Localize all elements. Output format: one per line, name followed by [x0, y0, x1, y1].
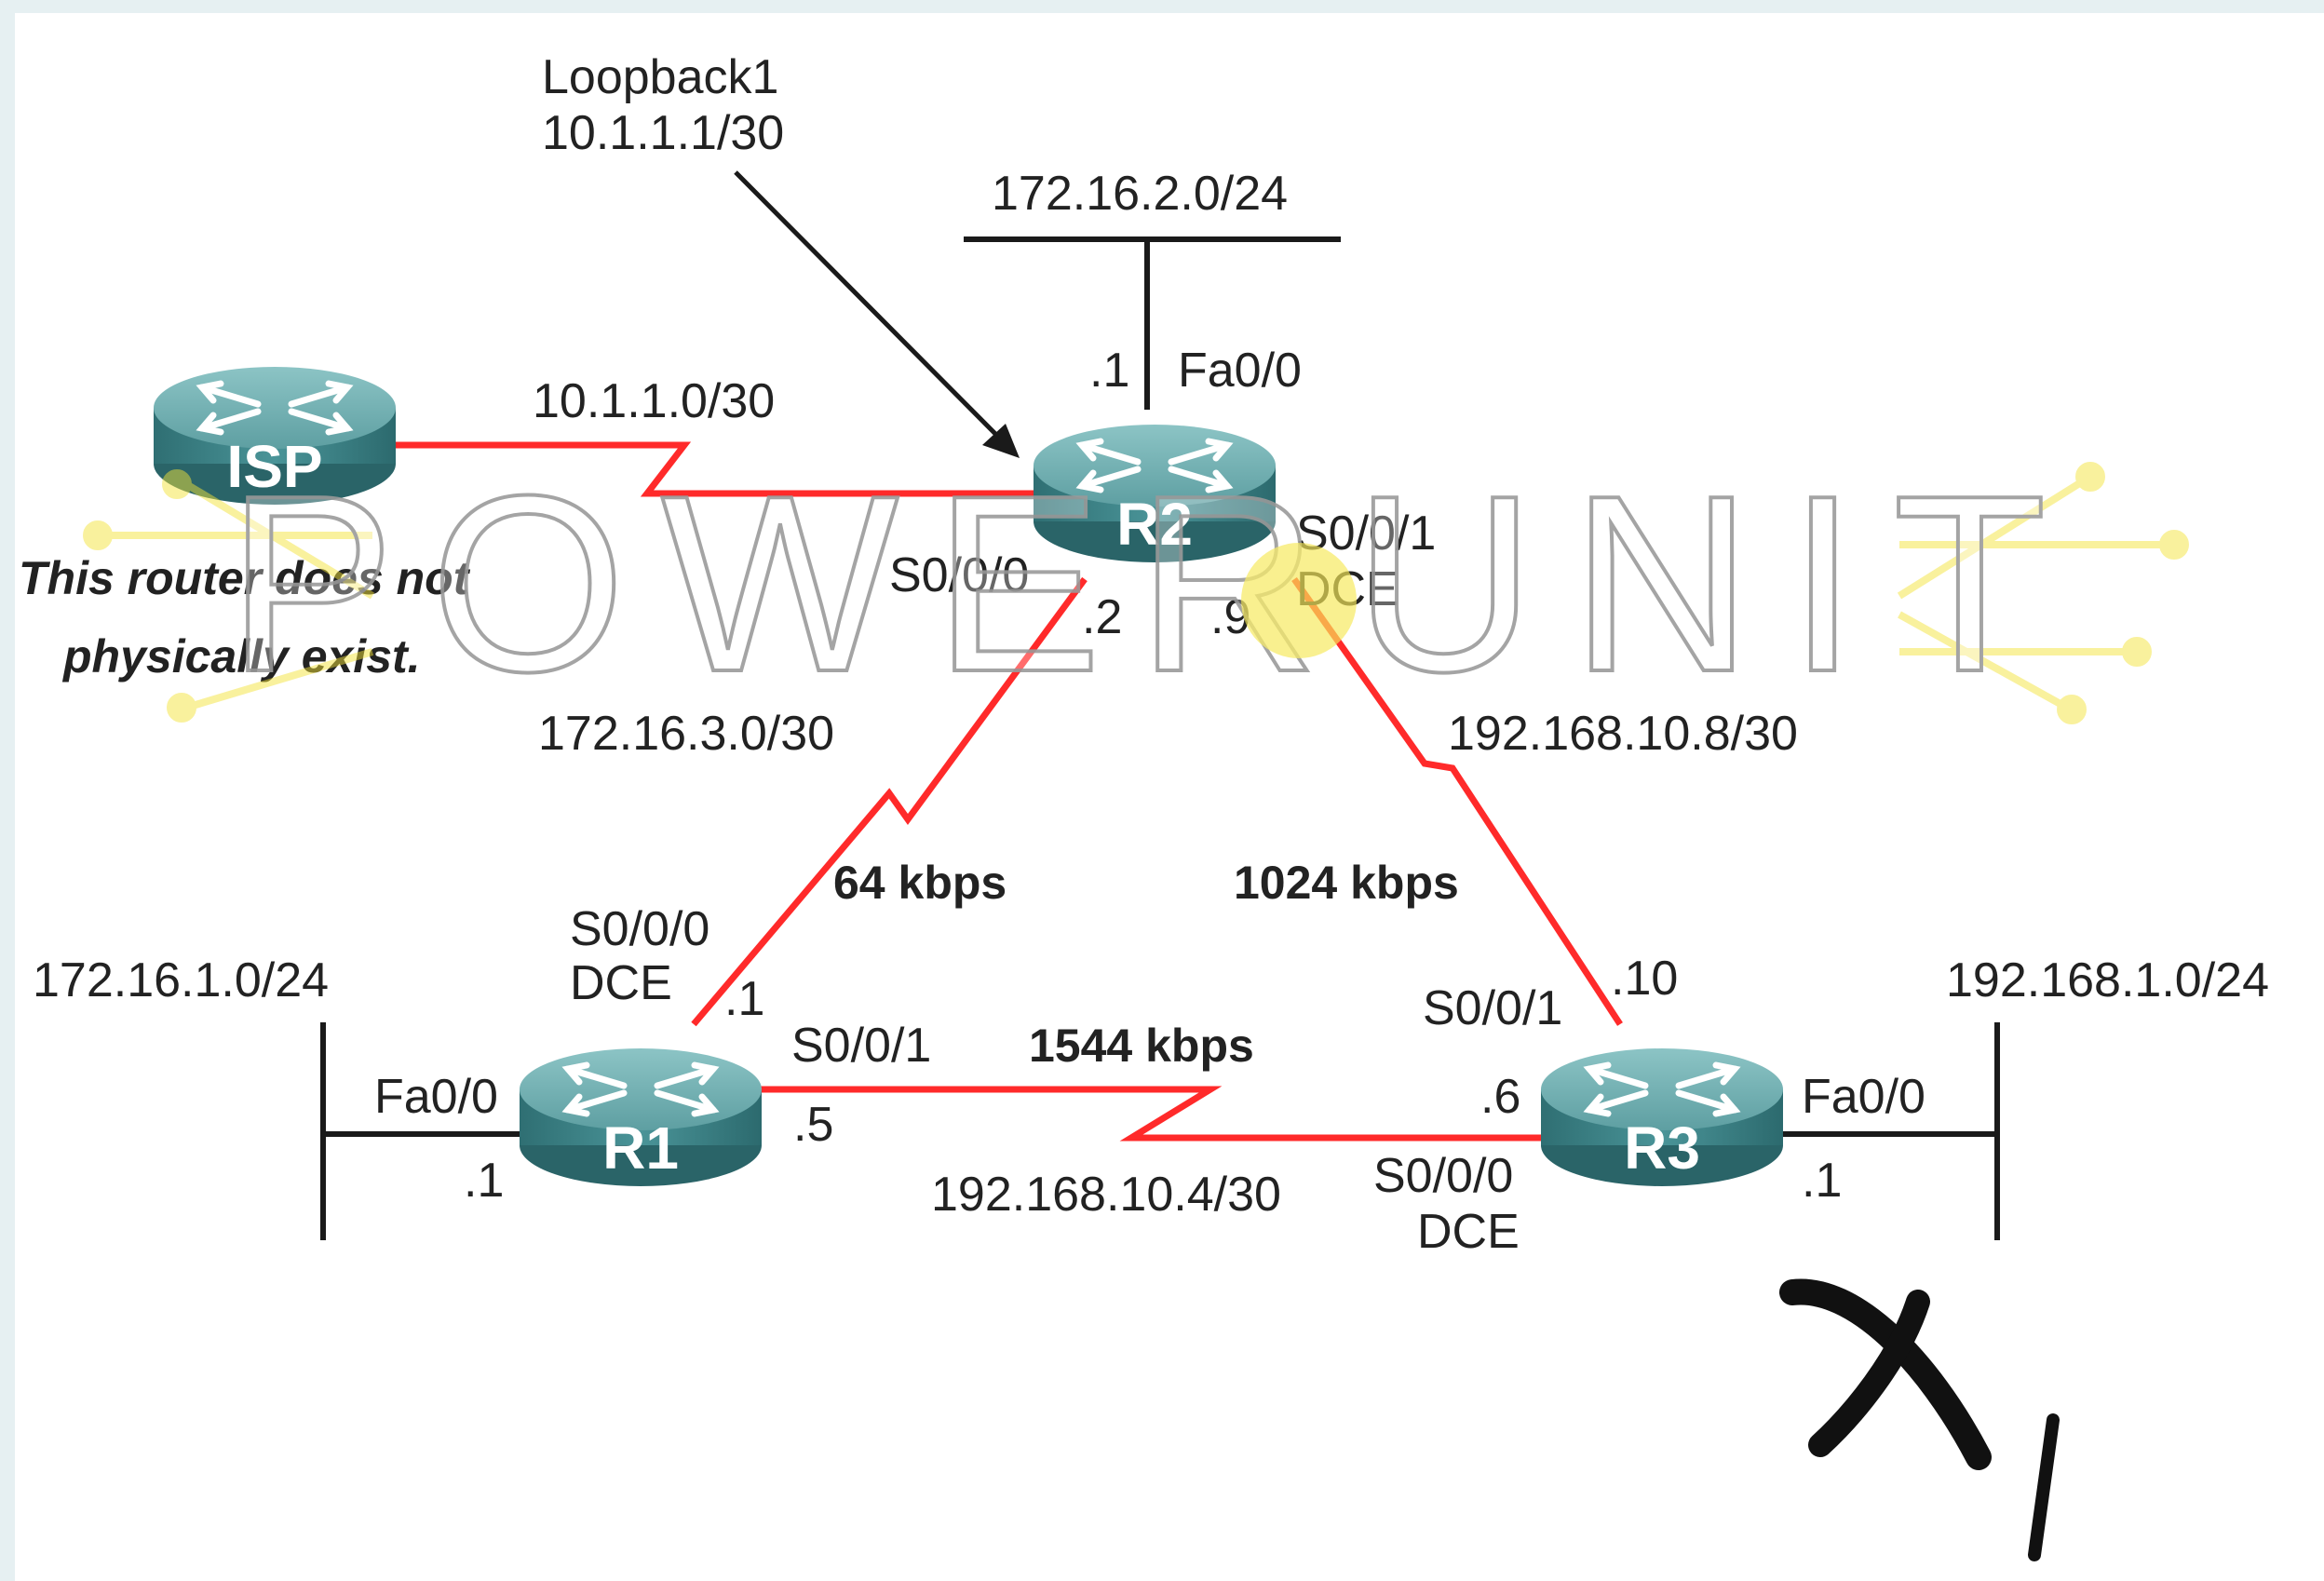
watermark-text: POWERUNIT [227, 444, 2082, 724]
r1-s001-host: .5 [793, 1098, 833, 1152]
router-r3: R3 [1541, 1048, 1783, 1186]
r1-s000-dce: DCE [570, 956, 672, 1010]
r1-fa-interface: Fa0/0 [374, 1070, 498, 1124]
r2-fa-interface: Fa0/0 [1178, 344, 1302, 398]
loopback-arrow [736, 172, 1020, 458]
r1-r3-network: 192.168.10.4/30 [931, 1168, 1281, 1222]
r3-lan-network: 192.168.1.0/24 [1946, 953, 2269, 1007]
r1-r2-bandwidth: 64 kbps [833, 857, 1007, 909]
r3-s001-interface: S0/0/1 [1423, 981, 1562, 1035]
r3-fa-interface: Fa0/0 [1802, 1070, 1925, 1124]
router-r1-label: R1 [602, 1115, 679, 1182]
r2-fa-host: .1 [1089, 344, 1129, 398]
r3-s000-host: .6 [1480, 1070, 1520, 1124]
r3-s000-dce: DCE [1417, 1205, 1520, 1259]
r1-s000-interface: S0/0/0 [570, 902, 709, 956]
watermark-power-icon [1241, 543, 1357, 658]
r1-s000-host: .1 [724, 972, 764, 1026]
r2-r3-bandwidth: 1024 kbps [1234, 857, 1459, 909]
r1-lan-network: 172.16.1.0/24 [33, 953, 329, 1007]
r1-r3-link [759, 1089, 1550, 1138]
watermark: POWERUNIT [87, 444, 2185, 724]
router-r1: R1 [520, 1048, 762, 1186]
r3-s000-interface: S0/0/0 [1373, 1149, 1513, 1203]
r2-lan-network: 172.16.2.0/24 [992, 167, 1288, 221]
r3-fa-host: .1 [1802, 1154, 1842, 1208]
r1-s001-interface: S0/0/1 [791, 1019, 931, 1073]
loopback-address-label: 10.1.1.1/30 [542, 106, 784, 160]
isp-r2-network: 10.1.1.0/30 [533, 374, 775, 428]
router-r3-label: R3 [1624, 1115, 1700, 1182]
handwritten-mark [1792, 1291, 2053, 1555]
r3-s001-host: .10 [1611, 952, 1678, 1006]
loopback-name-label: Loopback1 [542, 50, 778, 104]
r1-fa-host: .1 [464, 1154, 504, 1208]
r1-r3-bandwidth: 1544 kbps [1029, 1020, 1254, 1072]
